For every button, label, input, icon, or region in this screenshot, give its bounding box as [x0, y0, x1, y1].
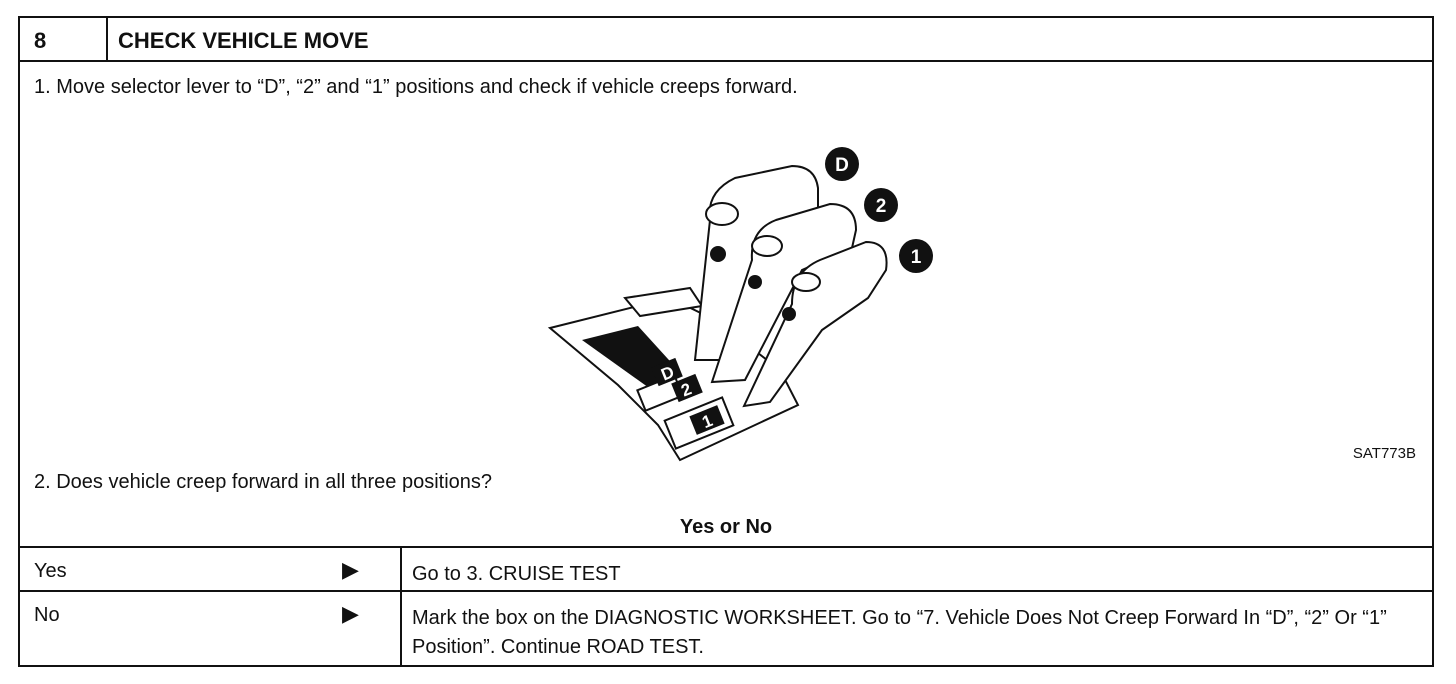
gate-label-2-bg: [671, 373, 703, 403]
lever-1-button: [791, 272, 821, 292]
question-label: Yes or No: [679, 516, 773, 538]
play-arrow-icon: ▶: [342, 601, 359, 626]
lever-d-pin: [710, 246, 726, 262]
step-title: CHECK VEHICLE MOVE: [118, 28, 369, 53]
callout-2-label: 2: [876, 196, 887, 217]
answer-action: Mark the box on the DIAGNOSTIC WORKSHEET…: [412, 607, 1387, 658]
column-divider: [400, 548, 402, 590]
lever-2-pin: [748, 275, 762, 289]
gate-label-1-bg: [689, 405, 725, 435]
figure-code: SAT773B: [1352, 445, 1416, 462]
instruction-2: 2. Does vehicle creep forward in all thr…: [34, 471, 493, 493]
callout-d-label: D: [835, 155, 849, 176]
step-number: 8: [20, 18, 108, 60]
lever-d-button: [705, 202, 739, 226]
callout-d: [825, 147, 859, 181]
callout-2: [864, 188, 898, 222]
callout-1: [899, 239, 933, 273]
answer-row-yes: Yes ▶ Go to 3. CRUISE TEST: [20, 548, 1432, 592]
instruction-1: 1. Move selector lever to “D”, “2” and “…: [34, 76, 798, 98]
diagnostic-step-box: 8 CHECK VEHICLE MOVE 1. Move selector le…: [18, 16, 1434, 667]
play-arrow-icon: ▶: [342, 557, 359, 582]
column-divider: [400, 592, 402, 667]
answer-label: No: [34, 604, 60, 626]
lever-2-button: [751, 235, 783, 257]
answer-label: Yes: [34, 560, 67, 582]
selector-lever-illustration: D 2 1 D 2 1: [547, 147, 933, 462]
gate-label-d-bg: [651, 357, 683, 387]
answer-action: Go to 3. CRUISE TEST: [412, 563, 621, 585]
answer-row-no: No ▶ Mark the box on the DIAGNOSTIC WORK…: [20, 592, 1432, 667]
answer-table: Yes ▶ Go to 3. CRUISE TEST No ▶ Mark the…: [20, 546, 1432, 667]
lever-1-pin: [782, 307, 796, 321]
callout-1-label: 1: [911, 247, 922, 268]
step-header: 8 CHECK VEHICLE MOVE: [20, 18, 1432, 62]
